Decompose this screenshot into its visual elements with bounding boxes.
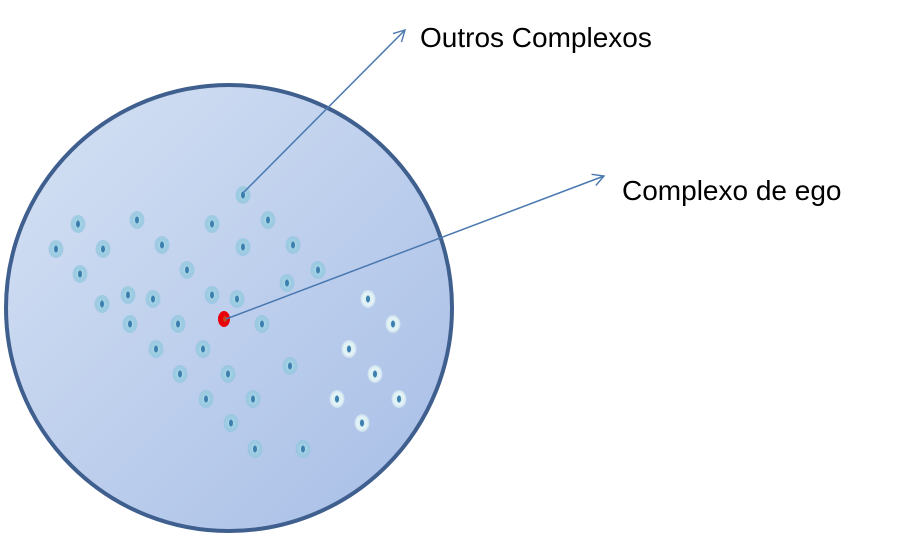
arrows-group (225, 28, 606, 320)
complex-dot (260, 211, 276, 229)
complex-dot (172, 365, 188, 383)
psyche-circle (4, 83, 454, 533)
complex-dot (72, 265, 88, 283)
ego-complex (218, 311, 230, 327)
complex-dot (229, 290, 245, 308)
complex-dot (282, 357, 298, 375)
light-complex-dot (341, 340, 357, 358)
complex-dot (285, 236, 301, 254)
complex-dot (279, 274, 295, 292)
ego-complex-core (223, 316, 227, 322)
complex-dot (148, 340, 164, 358)
complex-dot (204, 286, 220, 304)
complex-dot (145, 290, 161, 308)
complex-dot (235, 186, 251, 204)
light-complexes-group (329, 290, 407, 432)
light-complex-dot (354, 414, 370, 432)
complex-dot (310, 261, 326, 279)
complex-dot (195, 340, 211, 358)
complex-dot (48, 240, 64, 258)
complex-dot (204, 215, 220, 233)
light-complex-dot (367, 365, 383, 383)
light-complex-dot (391, 390, 407, 408)
complex-dot (245, 390, 261, 408)
complex-dot (129, 211, 145, 229)
complex-dot (247, 440, 263, 458)
light-complex-dot (385, 315, 401, 333)
complex-dot (254, 315, 270, 333)
other-complexes-group (48, 186, 326, 458)
complex-dot (220, 365, 236, 383)
light-complex-dot (360, 290, 376, 308)
complex-dot (170, 315, 186, 333)
arrow-complexo-de-ego (225, 173, 606, 320)
complex-dot (122, 315, 138, 333)
label-outros-complexos: Outros Complexos (420, 22, 652, 53)
label-complexo-de-ego: Complexo de ego (622, 175, 842, 206)
complex-dot (154, 236, 170, 254)
complex-dot (223, 414, 239, 432)
complex-dot (235, 238, 251, 256)
arrow-outros-complexos (242, 28, 407, 194)
complex-dot (94, 295, 110, 313)
complex-dot (295, 440, 311, 458)
light-complex-dot (329, 390, 345, 408)
complex-dot (70, 215, 86, 233)
complex-dot (198, 390, 214, 408)
complex-dot (95, 240, 111, 258)
complex-dot (179, 261, 195, 279)
complex-dot (120, 286, 136, 304)
